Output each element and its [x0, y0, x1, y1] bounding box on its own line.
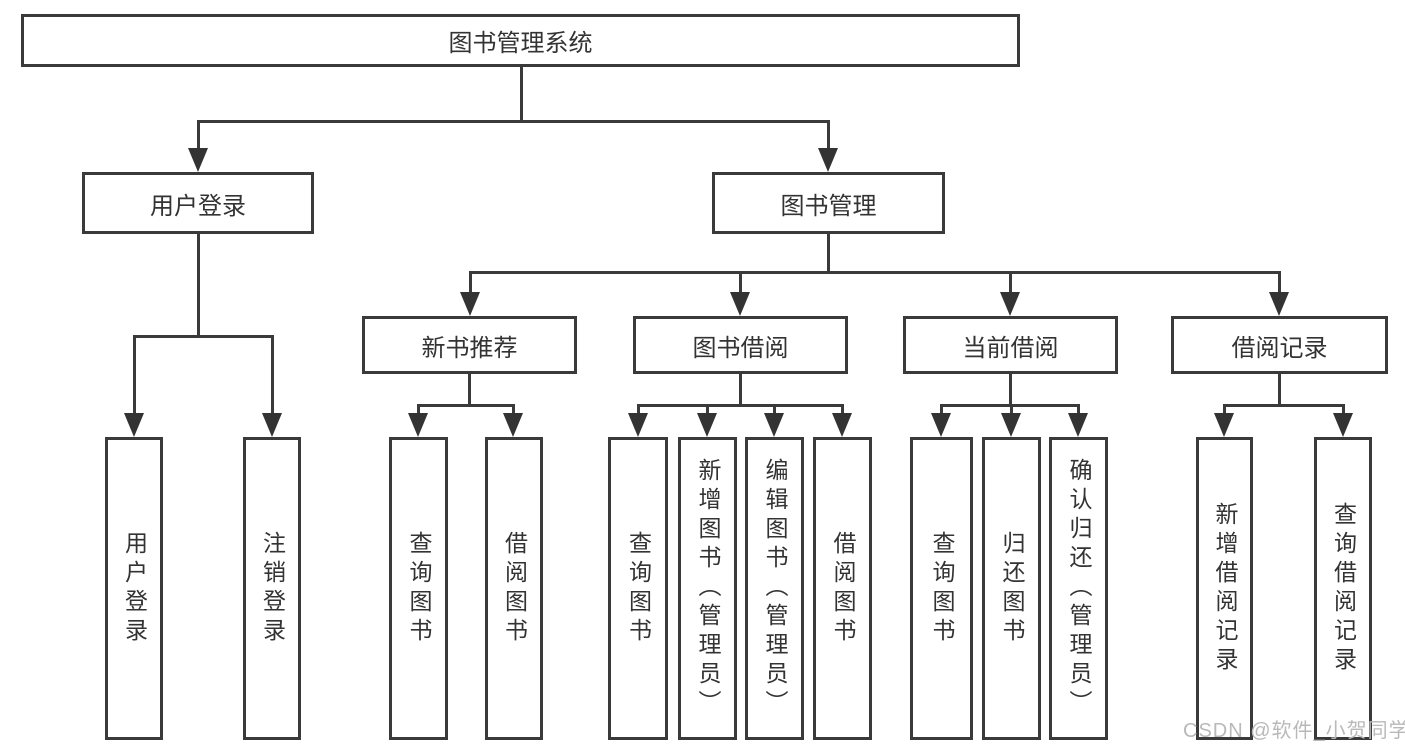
node-leaf-nb-query-books-label: 查询图书: [406, 530, 432, 647]
node-root: 图书管理系统: [21, 14, 1020, 67]
connector-drop-bb-edit: [773, 404, 776, 415]
connector-borrow-records-rail: [1223, 404, 1343, 407]
arrowhead-cb-query: [931, 413, 951, 437]
node-root-label: 图书管理系统: [448, 30, 593, 57]
node-leaf-br-query-record: 查询借阅记录: [1314, 437, 1372, 740]
connector-drop-leaf-login: [133, 335, 136, 415]
connector-new-book-rail: [417, 404, 515, 407]
node-leaf-nb-borrow-books-label: 借阅图书: [501, 530, 528, 647]
arrowhead-bb-edit: [764, 413, 784, 437]
node-leaf-bb-add-books: 新增图书（管理员）: [678, 437, 737, 740]
connector-drop-bb-query: [637, 404, 640, 415]
arrowhead-current-borrow: [1000, 292, 1020, 316]
connector-borrow-records-stem: [1278, 374, 1281, 407]
connector-drop-bb-borrow: [841, 404, 844, 415]
arrowhead-bb-add: [697, 413, 717, 437]
connector-current-borrow-stem: [1009, 374, 1012, 407]
arrowhead-br-query: [1333, 413, 1353, 437]
arrowhead-nb-borrow: [503, 413, 523, 437]
node-book-management: 图书管理: [712, 172, 945, 234]
connector-root-rail: [197, 120, 830, 123]
node-current-borrow-label: 当前借阅: [962, 334, 1059, 362]
node-leaf-nb-borrow-books: 借阅图书: [485, 437, 543, 740]
connector-drop-cb-return: [1010, 404, 1013, 415]
connector-drop-cb-confirm: [1077, 404, 1080, 415]
arrowhead-leaf-login: [124, 413, 144, 437]
arrowhead-bb-query: [628, 413, 648, 437]
connector-user-login-stem: [197, 234, 200, 337]
connector-drop-user-login: [197, 120, 200, 150]
arrowhead-borrow-records: [1269, 292, 1289, 316]
node-user-login: 用户登录: [82, 172, 314, 234]
node-leaf-cb-query-books: 查询图书: [910, 437, 973, 740]
node-leaf-logout-label: 注销登录: [259, 530, 286, 647]
node-new-book-recommend-label: 新书推荐: [421, 334, 518, 362]
arrowhead-user-login: [188, 148, 208, 172]
node-user-login-label: 用户登录: [150, 192, 246, 220]
arrowhead-cb-return: [1001, 413, 1021, 437]
node-leaf-br-query-record-label: 查询借阅记录: [1330, 501, 1357, 676]
node-borrow-records: 借阅记录: [1171, 316, 1388, 374]
arrowhead-bb-borrow: [832, 413, 852, 437]
node-leaf-bb-query-books: 查询图书: [608, 437, 668, 740]
node-leaf-cb-confirm-return-label: 确认归还（管理员）: [1066, 458, 1092, 719]
node-leaf-cb-confirm-return: 确认归还（管理员）: [1049, 437, 1108, 740]
node-leaf-br-add-record: 新增借阅记录: [1196, 437, 1253, 740]
connector-drop-nb-borrow: [512, 404, 515, 415]
arrowhead-new-book: [460, 292, 480, 316]
connector-current-borrow-rail: [940, 404, 1079, 407]
connector-book-management-stem: [827, 234, 830, 273]
node-book-borrow-label: 图书借阅: [692, 334, 789, 362]
connector-drop-new-book: [469, 271, 472, 295]
connector-drop-cb-query: [940, 404, 943, 415]
connector-book-management-rail: [469, 271, 1280, 274]
connector-drop-br-query: [1342, 404, 1345, 415]
node-leaf-user-login-label: 用户登录: [121, 530, 148, 647]
node-leaf-cb-query-books-label: 查询图书: [929, 530, 955, 647]
csdn-watermark: CSDN @软件_小贺同学: [1183, 720, 1405, 742]
connector-user-login-rail: [133, 335, 273, 338]
connector-drop-book-management: [827, 120, 830, 150]
node-leaf-user-login: 用户登录: [105, 437, 163, 740]
node-leaf-nb-query-books: 查询图书: [389, 437, 448, 740]
connector-drop-leaf-logout: [271, 335, 274, 415]
node-leaf-bb-borrow-books: 借阅图书: [813, 437, 872, 740]
node-current-borrow: 当前借阅: [903, 316, 1118, 374]
arrowhead-nb-query: [408, 413, 428, 437]
arrowhead-book-management: [818, 148, 838, 172]
connector-new-book-stem: [468, 374, 471, 407]
node-leaf-bb-edit-books: 编辑图书（管理员）: [745, 437, 804, 740]
node-leaf-br-add-record-label: 新增借阅记录: [1212, 501, 1238, 676]
connector-drop-current-borrow: [1009, 271, 1012, 295]
connector-drop-book-borrow: [739, 271, 742, 295]
node-leaf-logout: 注销登录: [243, 437, 301, 740]
connector-drop-bb-add: [706, 404, 709, 415]
node-leaf-bb-edit-books-label: 编辑图书（管理员）: [762, 458, 788, 719]
arrowhead-book-borrow: [730, 292, 750, 316]
node-leaf-bb-query-books-label: 查询图书: [625, 530, 652, 647]
arrowhead-br-add: [1214, 413, 1234, 437]
connector-drop-br-add: [1223, 404, 1226, 415]
connector-drop-borrow-records: [1278, 271, 1281, 295]
connector-root-stem: [520, 66, 523, 121]
node-new-book-recommend: 新书推荐: [362, 316, 577, 374]
node-leaf-cb-return-books: 归还图书: [982, 437, 1041, 740]
arrowhead-cb-confirm: [1068, 413, 1088, 437]
connector-drop-nb-query: [417, 404, 420, 415]
node-leaf-bb-borrow-books-label: 借阅图书: [830, 530, 856, 647]
node-leaf-cb-return-books-label: 归还图书: [999, 530, 1025, 647]
node-leaf-bb-add-books-label: 新增图书（管理员）: [695, 458, 721, 719]
arrowhead-leaf-logout: [262, 413, 282, 437]
node-book-management-label: 图书管理: [780, 192, 877, 220]
node-book-borrow: 图书借阅: [633, 316, 848, 374]
connector-book-borrow-stem: [739, 374, 742, 407]
node-borrow-records-label: 借阅记录: [1231, 334, 1328, 362]
connector-book-borrow-rail: [637, 404, 844, 407]
